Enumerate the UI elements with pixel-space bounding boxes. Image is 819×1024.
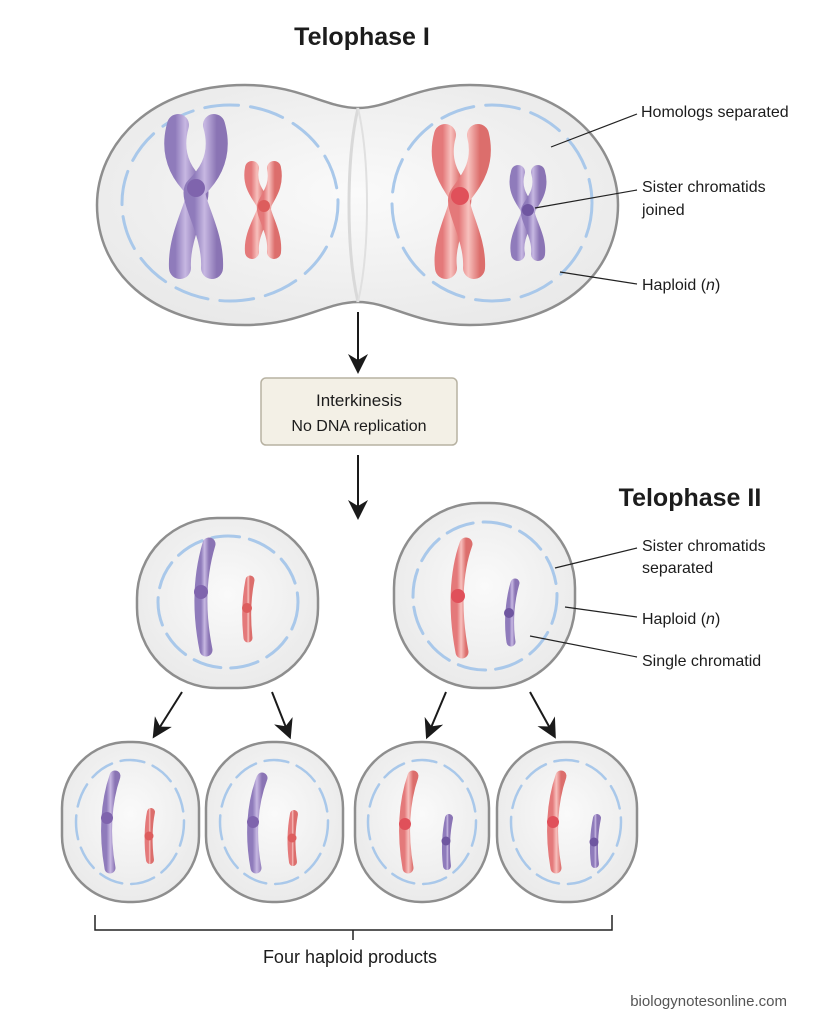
- leader-sister-separated: [554, 547, 638, 569]
- label-haploid-1: Haploid (n): [642, 277, 720, 294]
- label-separated: separated: [642, 560, 713, 577]
- label-sister-chromatids-2: Sister chromatids: [642, 538, 766, 555]
- label-four-haploid-products: Four haploid products: [263, 947, 437, 967]
- label-joined: joined: [641, 202, 685, 219]
- leader-homologs: [550, 113, 638, 148]
- telophase-1-left-nucleus: [120, 103, 340, 303]
- telophase-2-right-cell: [392, 501, 577, 690]
- chromosome-purple-small: [509, 165, 547, 261]
- arrow-product-3: [424, 691, 447, 740]
- products-bracket: [94, 915, 613, 940]
- telophase-1-right-nucleus: [390, 103, 594, 303]
- label-single-chromatid: Single chromatid: [642, 653, 761, 670]
- interkinesis-title: Interkinesis: [316, 391, 402, 410]
- arrow-product-1: [152, 691, 183, 739]
- product-cell-1: [60, 740, 201, 904]
- interkinesis-box: [260, 377, 458, 446]
- product-cell-3: [353, 740, 491, 904]
- chromosome-purple-large: [164, 114, 228, 279]
- chromosome-red-small: [244, 161, 282, 259]
- product-cell-4: [495, 740, 639, 904]
- product-cell-2: [204, 740, 345, 904]
- telophase-2-right-nucleus: [411, 520, 559, 672]
- leader-sister-joined: [534, 189, 638, 209]
- label-homologs-separated: Homologs separated: [641, 104, 789, 121]
- telophase-2-title: Telophase II: [619, 484, 762, 512]
- telophase-2-left-cell: [135, 516, 320, 690]
- arrow-product-2: [271, 691, 293, 740]
- telophase-2-left-nucleus: [156, 534, 300, 670]
- leader-single-chromatid: [529, 635, 638, 658]
- label-sister-chromatids-1: Sister chromatids: [642, 179, 766, 196]
- chromosome-red-large: [431, 124, 491, 279]
- telophase-1-title: Telophase I: [294, 23, 430, 51]
- interkinesis-subtitle: No DNA replication: [291, 418, 426, 435]
- watermark-text: biologynotesonline.com: [630, 993, 787, 1010]
- leader-haploid-1: [559, 271, 638, 285]
- leader-haploid-2: [564, 606, 638, 618]
- arrow-product-4: [529, 691, 556, 739]
- label-haploid-2: Haploid (n): [642, 611, 720, 628]
